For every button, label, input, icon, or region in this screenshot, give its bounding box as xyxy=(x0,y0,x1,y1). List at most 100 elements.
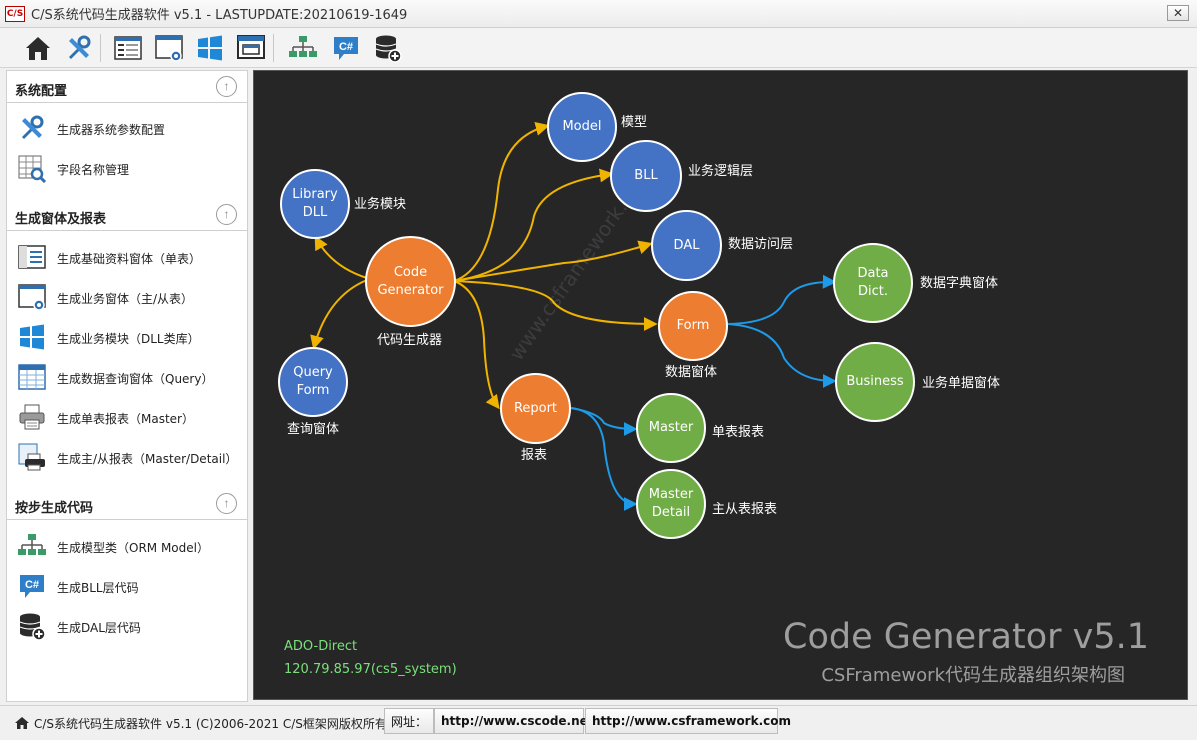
windows-module-icon xyxy=(198,35,222,61)
close-button[interactable]: ✕ xyxy=(1167,5,1189,21)
bll-code-button[interactable]: C# xyxy=(330,32,362,64)
nav-item-dll-module[interactable]: 生成业务模块（DLL类库） xyxy=(7,317,247,357)
collapse-icon[interactable]: ↑ xyxy=(216,493,237,514)
query-grid-icon xyxy=(17,362,47,392)
master-detail-form-button[interactable] xyxy=(153,32,185,64)
collapse-icon[interactable]: ↑ xyxy=(216,204,237,225)
nav-item-label: 生成业务模块（DLL类库） xyxy=(57,332,200,346)
group-forms-reports[interactable]: 生成窗体及报表 ↑ xyxy=(7,199,247,231)
single-form-button[interactable] xyxy=(112,32,144,64)
status-bar: C/S系统代码生成器软件 v5.1 (C)2006-2021 C/S框架网版权所… xyxy=(0,705,1197,740)
node-bll: BLL xyxy=(610,140,682,212)
diagram-subtitle: CSFramework代码生成器组织架构图 xyxy=(821,665,1125,686)
nav-item-label: 生成DAL层代码 xyxy=(57,621,141,635)
label-business: 业务单据窗体 xyxy=(922,376,1001,391)
label-report: 报表 xyxy=(521,448,548,463)
csharp-icon: C# xyxy=(17,571,47,601)
collapse-icon[interactable]: ↑ xyxy=(216,76,237,97)
nav-item-label: 生成BLL层代码 xyxy=(57,581,139,595)
group-title: 生成窗体及报表 xyxy=(15,212,107,227)
home-icon xyxy=(15,717,29,729)
node-business: Business xyxy=(835,342,915,422)
node-dal: DAL xyxy=(651,210,722,281)
label-master: 单表报表 xyxy=(712,425,765,440)
url-cscode-link[interactable]: http://www.cscode.net xyxy=(434,708,594,734)
connection-server: 120.79.85.97(cs5_system) xyxy=(284,662,457,677)
query-window-button[interactable] xyxy=(235,32,267,64)
label-master-detail: 主从表报表 xyxy=(712,502,778,517)
diagram-title: Code Generator v5.1 xyxy=(783,617,1149,657)
orm-model-icon xyxy=(17,531,47,561)
query-window-icon xyxy=(237,35,265,59)
nav-item-query-form[interactable]: 生成数据查询窗体（Query） xyxy=(7,357,247,397)
module-button[interactable] xyxy=(194,32,226,64)
database-add-icon xyxy=(17,611,47,641)
nav-item-label: 生成单表报表（Master） xyxy=(57,412,194,426)
windows-module-icon xyxy=(17,322,47,352)
nav-item-label: 生成基础资料窗体（单表） xyxy=(57,252,202,266)
app-icon: C/S xyxy=(5,5,25,22)
database-add-icon xyxy=(375,35,402,63)
single-form-icon xyxy=(17,242,47,272)
node-master: Master xyxy=(636,393,706,463)
nav-item-single-form[interactable]: 生成基础资料窗体（单表） xyxy=(7,237,247,277)
dal-code-button[interactable] xyxy=(372,32,404,64)
grid-search-icon xyxy=(17,153,47,184)
home-button[interactable] xyxy=(22,32,54,64)
group-system-config[interactable]: 系统配置 ↑ xyxy=(7,71,247,103)
label-library-dll: 业务模块 xyxy=(354,197,407,212)
master-detail-form-icon xyxy=(155,35,183,62)
connection-type: ADO-Direct xyxy=(284,639,358,654)
navigation-panel: 系统配置 ↑ 生成器系统参数配置 字段名称管理 生成窗体及报表 ↑ 生成基础资料… xyxy=(6,70,248,702)
label-query-form: 查询窗体 xyxy=(287,422,340,437)
tools-icon xyxy=(69,35,91,59)
copyright-text: C/S系统代码生成器软件 v5.1 (C)2006-2021 C/S框架网版权所… xyxy=(34,716,387,731)
csharp-icon: C# xyxy=(334,37,358,60)
printer-icon xyxy=(17,402,47,432)
label-code-generator: 代码生成器 xyxy=(377,333,443,348)
orm-model-icon xyxy=(289,36,317,57)
node-model: Model xyxy=(547,92,617,162)
nav-item-generator-settings[interactable]: 生成器系统参数配置 xyxy=(7,108,247,148)
diagram-connectors xyxy=(310,122,837,511)
nav-item-dal-code[interactable]: 生成DAL层代码 xyxy=(7,606,247,646)
group-title: 系统配置 xyxy=(15,84,68,99)
master-detail-form-icon xyxy=(17,282,47,312)
label-form: 数据窗体 xyxy=(665,365,718,380)
nav-item-label: 生成模型类（ORM Model） xyxy=(57,541,209,555)
nav-item-label: 生成器系统参数配置 xyxy=(57,123,166,137)
nav-item-label: 生成数据查询窗体（Query） xyxy=(57,372,214,386)
node-form: Form xyxy=(658,291,728,361)
nav-item-orm-model[interactable]: 生成模型类（ORM Model） xyxy=(7,526,247,566)
url-csframework-link[interactable]: http://www.csframework.com xyxy=(585,708,791,734)
label-data-dict: 数据字典窗体 xyxy=(920,276,999,291)
tools-icon xyxy=(17,113,47,143)
url-label: 网址： xyxy=(384,708,434,734)
orm-model-button[interactable] xyxy=(287,32,319,64)
node-report: Report xyxy=(500,373,571,444)
label-dal: 数据访问层 xyxy=(728,237,794,252)
nav-item-single-report[interactable]: 生成单表报表（Master） xyxy=(7,397,247,437)
group-title: 按步生成代码 xyxy=(15,501,94,516)
group-step-code[interactable]: 按步生成代码 ↑ xyxy=(7,488,247,520)
title-bar: C/S C/S系统代码生成器软件 v5.1 - LASTUPDATE:20210… xyxy=(0,0,1197,28)
nav-item-bll-code[interactable]: C# 生成BLL层代码 xyxy=(7,566,247,606)
nav-item-label: 生成主/从报表（Master/Detail） xyxy=(57,452,238,466)
home-icon xyxy=(26,37,50,60)
toolbar: C# xyxy=(0,28,1197,68)
single-form-icon xyxy=(114,36,142,60)
settings-button[interactable] xyxy=(63,32,95,64)
nav-item-field-names[interactable]: 字段名称管理 xyxy=(7,148,247,188)
nav-item-master-detail-form[interactable]: 生成业务窗体（主/从表） xyxy=(7,277,247,317)
svg-text:C#: C# xyxy=(339,41,353,53)
svg-text:C#: C# xyxy=(25,579,39,591)
panel-splitter[interactable] xyxy=(248,70,252,702)
nav-item-master-detail-report[interactable]: 生成主/从报表（Master/Detail） xyxy=(7,437,247,477)
printer-detail-icon xyxy=(17,442,47,472)
